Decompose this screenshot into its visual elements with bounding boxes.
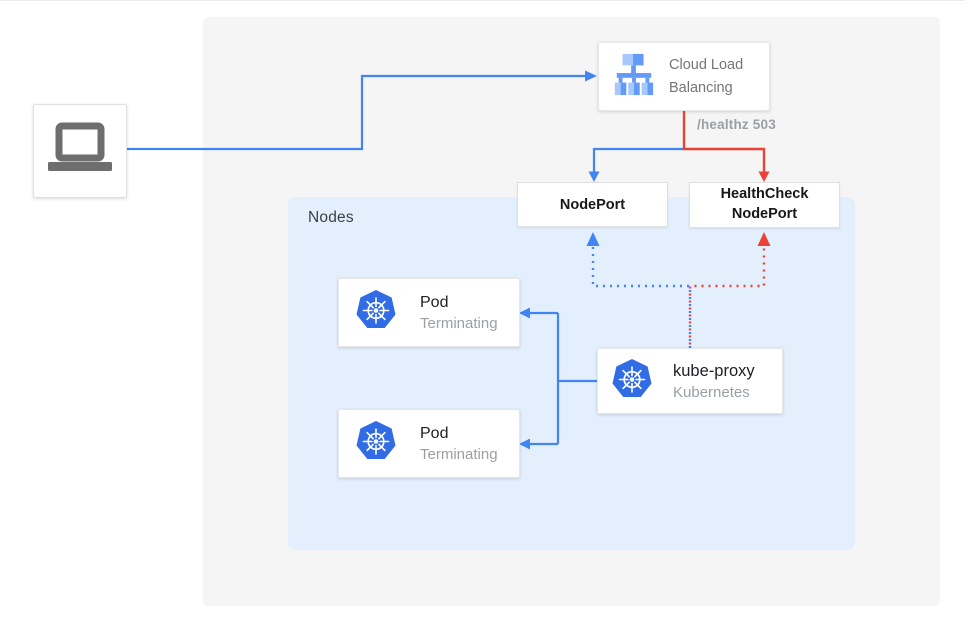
pod-status: Terminating xyxy=(420,445,498,463)
healthz-503-edge-label: /healthz 503 xyxy=(697,117,776,132)
pod-title: Pod xyxy=(420,424,449,442)
pod-status: Terminating xyxy=(420,314,498,332)
healthcheck-nodeport-box: HealthCheck NodePort xyxy=(689,182,840,228)
kube-proxy-card: kube-proxy Kubernetes xyxy=(597,348,783,414)
kubernetes-icon xyxy=(356,290,396,335)
healthcheck-nodeport-label: HealthCheck NodePort xyxy=(720,186,809,222)
laptop-icon xyxy=(47,122,113,181)
kube-proxy-subtitle: Kubernetes xyxy=(673,383,750,401)
edge-kube-proxy-to-pods xyxy=(519,307,597,450)
client-card xyxy=(33,104,127,198)
pod-card-1: Pod Terminating xyxy=(338,278,520,347)
nodeport-label: NodePort xyxy=(559,196,626,213)
kubernetes-icon xyxy=(356,421,396,466)
kubernetes-icon xyxy=(612,358,652,404)
load-balancer-icon xyxy=(611,52,657,101)
edge-load-balancer-to-healthcheck-nodeport xyxy=(682,111,770,182)
cloud-load-balancing-label: Cloud Load Balancing xyxy=(669,57,744,96)
edge-client-to-load-balancer xyxy=(127,70,597,151)
edge-load-balancer-to-nodeport xyxy=(588,147,683,182)
cloud-load-balancing-card: Cloud Load Balancing xyxy=(598,42,770,111)
nodes-panel-label: Nodes xyxy=(308,209,354,226)
nodeport-box: NodePort xyxy=(517,182,668,227)
edge-kube-proxy-to-healthcheck-dotted xyxy=(688,232,771,348)
edge-kube-proxy-to-nodeport-dotted xyxy=(586,232,692,348)
pod-card-2: Pod Terminating xyxy=(338,409,520,478)
pod-title: Pod xyxy=(420,293,449,311)
kube-proxy-title: kube-proxy xyxy=(673,361,755,380)
